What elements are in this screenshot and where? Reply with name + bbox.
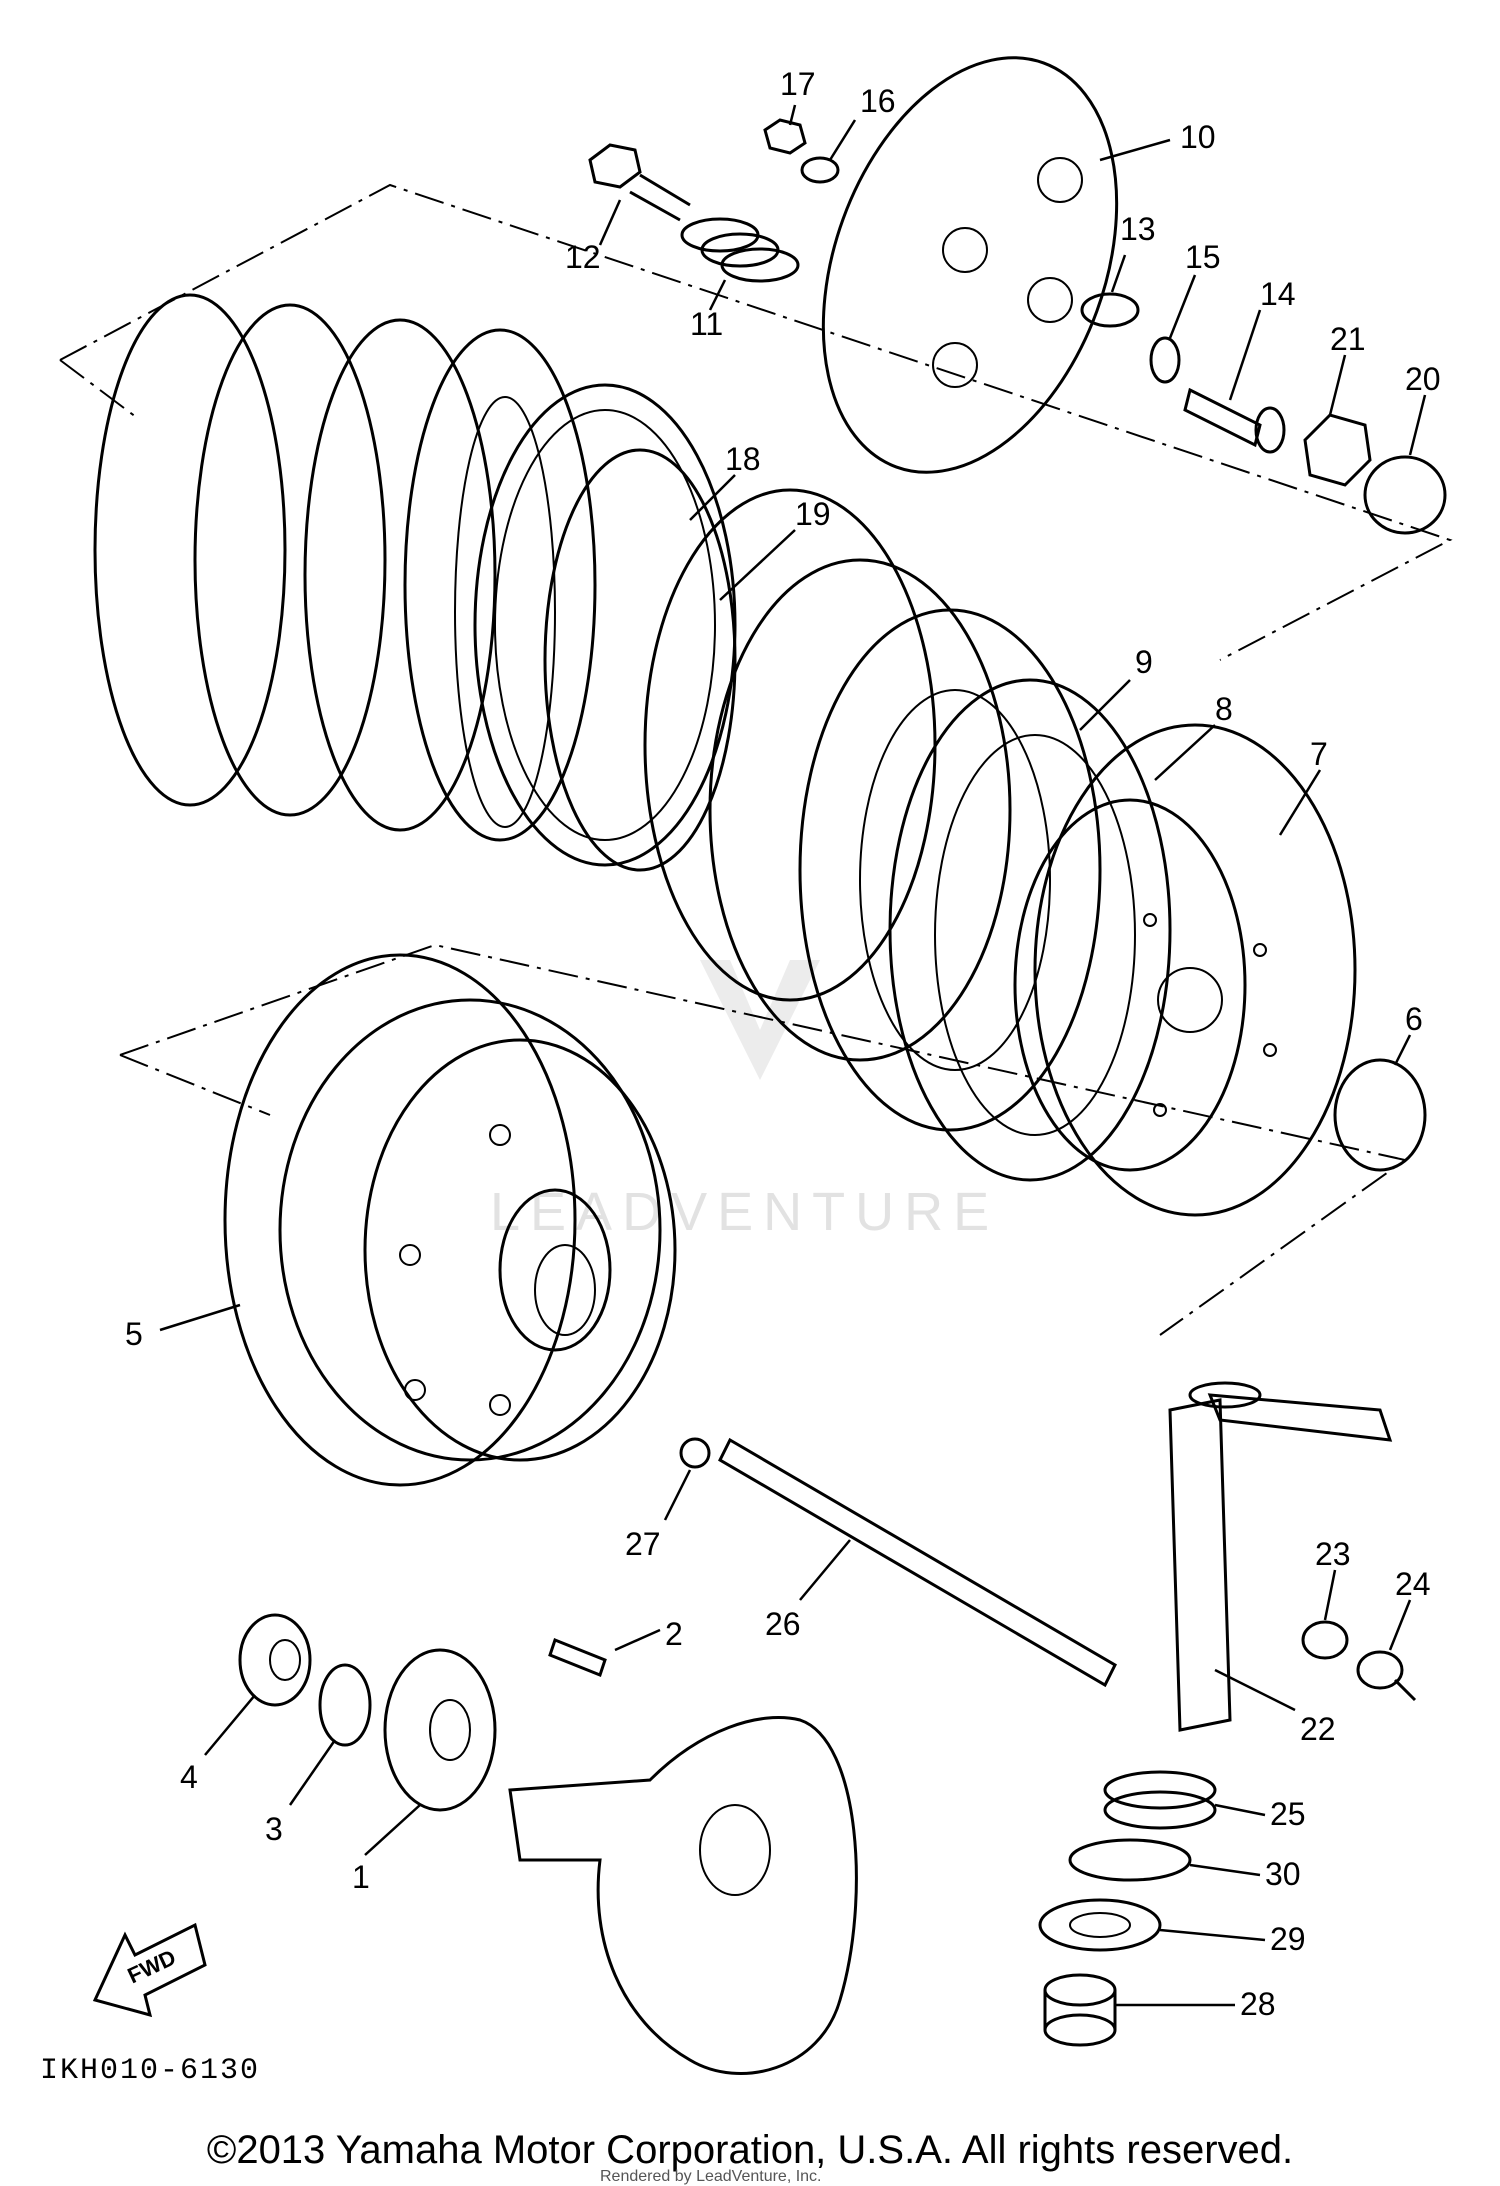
callout-6: 6 xyxy=(1405,1001,1423,1037)
push-lever-22 xyxy=(1168,1381,1393,1732)
lock-washer-20 xyxy=(1363,455,1447,535)
bolt-12 xyxy=(588,143,691,222)
friction-plate-8 xyxy=(888,678,1172,1182)
crankshaft xyxy=(508,1716,858,2075)
callout-12: 12 xyxy=(565,239,601,275)
callout-30: 30 xyxy=(1265,1856,1301,1892)
bolt-24 xyxy=(1356,1650,1417,1702)
callout-24: 24 xyxy=(1395,1566,1431,1602)
circlip-15 xyxy=(1149,336,1181,384)
pressure-plate-10 xyxy=(821,56,1119,474)
callout-7: 7 xyxy=(1310,736,1328,772)
clutch-housing-5 xyxy=(223,953,677,1487)
callout-15: 15 xyxy=(1185,239,1221,275)
callouts: 17 16 10 12 11 13 15 14 21 20 18 19 9 8 … xyxy=(125,66,1441,2022)
callout-10: 10 xyxy=(1180,119,1216,155)
steel-plate xyxy=(708,558,1012,1062)
fwd-arrow-icon: FWD xyxy=(92,1922,207,2018)
clutch-boss-7 xyxy=(1013,723,1357,1217)
washer-3 xyxy=(318,1663,372,1747)
friction-plate-18 xyxy=(473,383,737,867)
callout-5: 5 xyxy=(125,1316,143,1352)
callout-3: 3 xyxy=(265,1811,283,1847)
callout-9: 9 xyxy=(1135,644,1153,680)
watermark: LEADVENTURE xyxy=(490,960,989,1242)
washer-13 xyxy=(1080,292,1140,328)
diagram-code: IKH010-6130 xyxy=(40,2054,260,2088)
oil-seal-29 xyxy=(1038,1898,1162,1952)
callout-18: 18 xyxy=(725,441,761,477)
plate-group-outline xyxy=(59,183,1453,661)
callout-19: 19 xyxy=(795,496,831,532)
callout-1: 1 xyxy=(352,1859,370,1895)
lock-washer-6 xyxy=(1333,1058,1427,1172)
callout-4: 4 xyxy=(180,1759,198,1795)
ball-27 xyxy=(679,1437,711,1469)
nut-21 xyxy=(1303,413,1372,487)
callout-16: 16 xyxy=(860,83,896,119)
ring-19 xyxy=(543,448,737,872)
nut-17 xyxy=(763,118,807,155)
callout-14: 14 xyxy=(1260,276,1296,312)
spring-11 xyxy=(680,217,800,283)
rendered-by-note: Rendered by LeadVenture, Inc. xyxy=(600,2168,822,2185)
callout-22: 22 xyxy=(1300,1711,1336,1747)
callout-20: 20 xyxy=(1405,361,1441,397)
push-rod-26 xyxy=(718,1437,1117,1688)
leader-lines xyxy=(159,104,1427,2007)
clip-30 xyxy=(1068,1838,1192,1882)
clutch-exploded-diagram: LEADVENTURE xyxy=(40,56,1453,2088)
callout-13: 13 xyxy=(1120,211,1156,247)
primary-drive-gear-1 xyxy=(383,1648,497,1812)
callout-8: 8 xyxy=(1215,691,1233,727)
nut-4 xyxy=(238,1613,312,1707)
washer-23 xyxy=(1301,1620,1349,1660)
crank-hole xyxy=(699,1804,771,1896)
callout-2: 2 xyxy=(665,1616,683,1652)
adjuster-14 xyxy=(1183,387,1286,454)
callout-25: 25 xyxy=(1270,1796,1306,1832)
primary-group-outline xyxy=(119,943,1408,1336)
callout-17: 17 xyxy=(780,66,816,102)
plate-stack xyxy=(93,293,597,842)
callout-11: 11 xyxy=(690,306,723,342)
bushing-28 xyxy=(1043,1973,1117,2047)
callout-21: 21 xyxy=(1330,321,1366,357)
callout-26: 26 xyxy=(765,1606,801,1642)
copyright-footer: ©2013 Yamaha Motor Corporation, U.S.A. A… xyxy=(206,2128,1294,2172)
callout-29: 29 xyxy=(1270,1921,1306,1957)
plate-9 xyxy=(798,608,1102,1132)
spring-25 xyxy=(1103,1770,1217,1830)
callout-23: 23 xyxy=(1315,1536,1351,1572)
washer-16 xyxy=(800,156,840,184)
key-2 xyxy=(548,1638,607,1677)
callout-28: 28 xyxy=(1240,1986,1276,2022)
callout-27: 27 xyxy=(625,1526,661,1562)
